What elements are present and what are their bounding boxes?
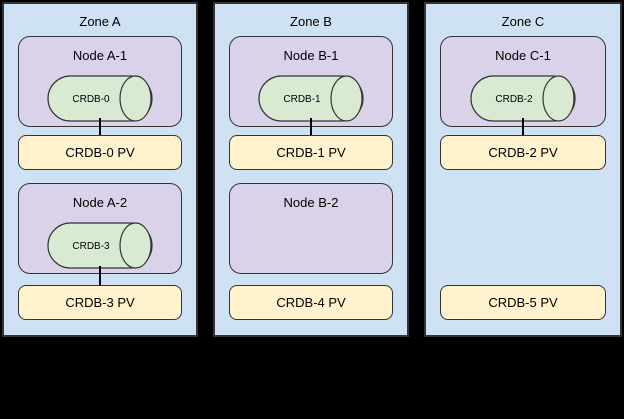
pv-box: CRDB-1 PV xyxy=(229,135,393,170)
node-label: Node A-2 xyxy=(72,195,128,210)
zone-label: Zone B xyxy=(290,14,332,29)
node-label: Node B-2 xyxy=(283,195,339,210)
node-box-b2: Node B-2 xyxy=(229,183,393,274)
node-label: Node A-1 xyxy=(72,48,128,63)
pv-label: CRDB-2 PV xyxy=(488,145,558,160)
pv-label: CRDB-5 PV xyxy=(488,295,558,310)
disk-label: CRDB-3 xyxy=(72,241,110,252)
pv-box: CRDB-2 PV xyxy=(440,135,606,170)
pv-box: CRDB-4 PV xyxy=(229,285,393,320)
pv-box: CRDB-0 PV xyxy=(18,135,182,170)
disk-cylinder: CRDB-3 xyxy=(47,222,153,269)
node-box-c1: Node C-1 CRDB-2 xyxy=(440,36,606,127)
disk-cylinder: CRDB-2 xyxy=(470,75,576,122)
zone-label: Zone A xyxy=(79,14,121,29)
disk-label: CRDB-0 xyxy=(72,94,110,105)
pv-box: CRDB-5 PV xyxy=(440,285,606,320)
disk-label: CRDB-2 xyxy=(495,94,533,105)
zone-a-panel: Zone A Node A-1 CRDB-0 CRDB-0 PV Node A-… xyxy=(2,2,198,337)
zone-label: Zone C xyxy=(501,14,545,29)
disk-cylinder: CRDB-0 xyxy=(47,75,153,122)
pv-box: CRDB-3 PV xyxy=(18,285,182,320)
node-label: Node B-1 xyxy=(283,48,339,63)
disk-label: CRDB-1 xyxy=(283,94,321,105)
pv-label: CRDB-4 PV xyxy=(276,295,346,310)
node-box-b1: Node B-1 CRDB-1 xyxy=(229,36,393,127)
connector-line xyxy=(99,266,101,286)
connector-line xyxy=(310,118,312,136)
node-label: Node C-1 xyxy=(495,48,551,63)
pv-label: CRDB-1 PV xyxy=(276,145,346,160)
pv-label: CRDB-0 PV xyxy=(65,145,135,160)
node-box-a1: Node A-1 CRDB-0 xyxy=(18,36,182,127)
pv-label: CRDB-3 PV xyxy=(65,295,135,310)
connector-line xyxy=(99,118,101,136)
disk-cylinder: CRDB-1 xyxy=(258,75,364,122)
node-box-a2: Node A-2 CRDB-3 xyxy=(18,183,182,274)
zone-c-panel: Zone C Node C-1 CRDB-2 CRDB-2 PV CRDB-5 … xyxy=(424,2,622,337)
connector-line xyxy=(522,118,524,136)
zone-b-panel: Zone B Node B-1 CRDB-1 CRDB-1 PV Node B-… xyxy=(213,2,409,337)
